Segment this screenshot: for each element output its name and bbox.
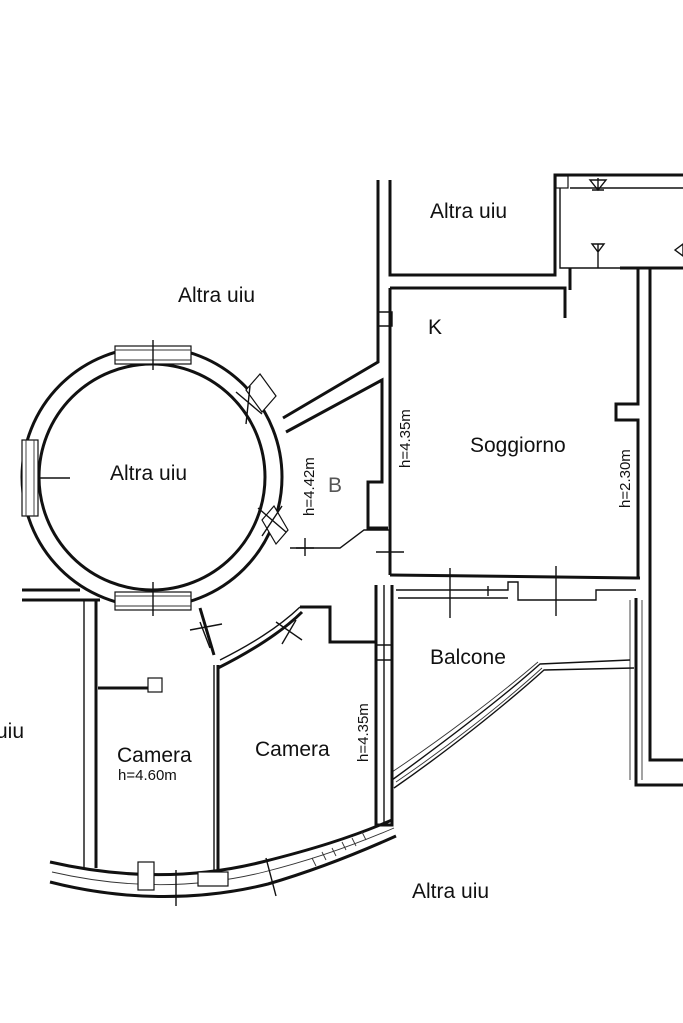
label-height-camera-right: h=4.35m — [355, 703, 372, 762]
label-altra-uiu-left-edge: uiu — [0, 720, 24, 743]
round-unit — [20, 340, 289, 616]
label-soggiorno: Soggiorno — [470, 434, 566, 457]
label-kitchen: K — [428, 316, 442, 339]
label-height-soggiorno-left: h=4.35m — [397, 409, 414, 468]
label-altra-uiu-top-left: Altra uiu — [178, 284, 255, 307]
label-altra-uiu-bottom: Altra uiu — [412, 880, 489, 903]
label-camera-left: Camera — [117, 744, 192, 767]
label-height-camera-left: h=4.60m — [118, 767, 177, 784]
label-altra-uiu-round: Altra uiu — [110, 462, 187, 485]
label-height-soggiorno-right: h=2.30m — [617, 449, 634, 508]
bath-walls — [285, 377, 404, 566]
label-balcone: Balcone — [430, 646, 506, 669]
top-right-unit-walls — [282, 173, 683, 420]
camera-left-walls — [83, 600, 223, 868]
balcone-walls — [374, 566, 683, 827]
label-camera-right: Camera — [255, 738, 330, 761]
label-bath: B — [328, 474, 342, 497]
soggiorno-walls — [377, 266, 683, 762]
label-altra-uiu-top-right: Altra uiu — [430, 200, 507, 223]
label-height-bath: h=4.42m — [301, 457, 318, 516]
bottom-facade — [49, 818, 397, 906]
camera-right-walls — [213, 605, 376, 870]
